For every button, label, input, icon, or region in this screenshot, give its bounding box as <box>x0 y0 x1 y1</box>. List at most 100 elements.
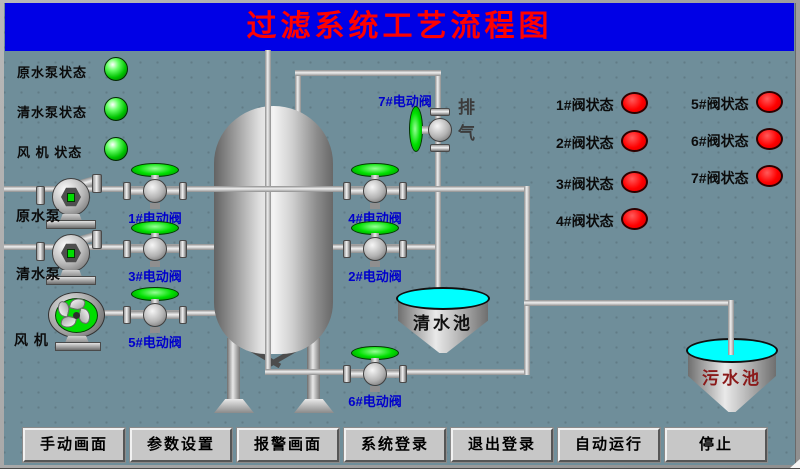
fan-hub <box>73 312 80 319</box>
valve1-status-label: 1#阀状态 <box>556 97 614 113</box>
valve-1[interactable]: 1#电动阀 <box>123 163 187 226</box>
clean-pump-label: 清水泵 <box>16 266 61 282</box>
valve5-status-label: 5#阀状态 <box>691 96 749 112</box>
page-title: 过滤系统工艺流程图 <box>5 3 794 51</box>
valve-stub <box>150 327 160 333</box>
stop-button[interactable]: 停止 <box>665 428 767 462</box>
valve2-status-label: 2#阀状态 <box>556 135 614 151</box>
valve-stub <box>370 386 380 392</box>
pipe-to-clean-pool <box>435 70 441 298</box>
clean-pump-status-label: 清水泵状态 <box>17 105 88 120</box>
valve-stub <box>370 261 380 267</box>
valve-flange <box>123 240 131 258</box>
pump-base <box>46 276 96 285</box>
valve-flange <box>399 182 407 200</box>
fan-pedestal <box>65 336 89 343</box>
valve-7-label: 7#电动阀 <box>378 94 432 109</box>
valve-body <box>363 237 387 261</box>
tank-leg-left <box>227 338 240 400</box>
valve-4[interactable]: 4#电动阀 <box>343 163 407 226</box>
valve-flange <box>179 306 187 324</box>
valve-body <box>143 179 167 203</box>
valve-6-label: 6#电动阀 <box>348 394 402 409</box>
pipe-right-vertical <box>524 186 530 375</box>
pump-inlet-flange <box>36 186 45 205</box>
clean-pump-status-led <box>104 97 128 121</box>
clean-water-pump[interactable] <box>34 226 112 285</box>
valve7-status-label: 7#阀状态 <box>691 170 749 186</box>
valve-5[interactable]: 5#电动阀 <box>123 287 187 350</box>
parameter-settings-button[interactable]: 参数设置 <box>130 428 232 462</box>
sewage-pool-label: 污水池 <box>702 369 762 388</box>
exhaust-label: 排气 <box>455 98 474 150</box>
raw-pump-status-led <box>104 57 128 81</box>
valve-6[interactable]: 6#电动阀 <box>343 346 407 409</box>
valve6-status-label: 6#阀状态 <box>691 133 749 149</box>
valve4-status-label: 4#阀状态 <box>556 213 614 229</box>
resize-grip[interactable] <box>790 459 800 468</box>
valve-7[interactable] <box>408 100 472 160</box>
clean-pool-label: 清水池 <box>413 314 473 333</box>
valve-flange <box>123 306 131 324</box>
valve5-status-led <box>756 91 783 113</box>
logout-button[interactable]: 退出登录 <box>451 428 553 462</box>
valve-3[interactable]: 3#电动阀 <box>123 221 187 284</box>
pipe-to-sewage-pool <box>524 300 734 306</box>
valve6-status-led <box>756 128 783 150</box>
valve3-status-label: 3#阀状态 <box>556 176 614 192</box>
valve-flange <box>343 240 351 258</box>
valve-3-label: 3#电动阀 <box>128 269 182 284</box>
raw-pump-status-label: 原水泵状态 <box>17 65 88 80</box>
pump-pedestal <box>60 214 82 221</box>
valve-flange <box>179 182 187 200</box>
filter-tank[interactable] <box>214 106 333 354</box>
pipe-sewage-drop <box>728 300 734 355</box>
raw-pump-label: 原水泵 <box>16 208 61 224</box>
valve1-status-led <box>621 92 648 114</box>
valve-2[interactable]: 2#电动阀 <box>343 221 407 284</box>
valve-body <box>143 303 167 327</box>
valve-stub <box>150 203 160 209</box>
raw-water-pump[interactable] <box>34 170 112 229</box>
pool-water <box>396 287 490 310</box>
pump-outlet-flange <box>92 174 102 193</box>
pump-pedestal <box>60 270 82 277</box>
fan-status-label: 风 机 状态 <box>17 145 83 160</box>
tank-foot-left <box>214 399 254 413</box>
fan-base <box>55 342 101 351</box>
valve-flange <box>123 182 131 200</box>
pipe-tank-top-outlet <box>295 73 301 125</box>
valve-body <box>363 179 387 203</box>
pipe-row1 <box>4 186 527 192</box>
valve7-status-led <box>756 165 783 187</box>
valve-flange <box>430 144 450 152</box>
pump-run-indicator <box>67 249 75 258</box>
manual-screen-button[interactable]: 手动画面 <box>23 428 125 462</box>
valve-body <box>363 362 387 386</box>
valve-body <box>143 237 167 261</box>
fan-label: 风 机 <box>14 332 49 348</box>
valve-body <box>428 118 452 142</box>
valve-stem <box>422 126 431 134</box>
valve-flange <box>343 182 351 200</box>
pipe-top-loop <box>295 70 441 76</box>
valve-open-indicator <box>409 106 423 152</box>
pump-outlet-flange <box>92 230 102 249</box>
valve-flange <box>343 365 351 383</box>
system-login-button[interactable]: 系统登录 <box>344 428 446 462</box>
valve2-status-led <box>621 130 648 152</box>
air-blower-fan[interactable] <box>46 290 108 351</box>
valve3-status-led <box>621 171 648 193</box>
pipe-row3 <box>95 310 280 316</box>
valve-2-label: 2#电动阀 <box>348 269 402 284</box>
auto-run-button[interactable]: 自动运行 <box>558 428 660 462</box>
clean-water-pool[interactable]: 清水池 <box>396 287 490 355</box>
pipe-center-vertical <box>265 50 271 372</box>
valve-flange <box>399 240 407 258</box>
pump-base <box>46 220 96 229</box>
pump-inlet-flange <box>36 242 45 261</box>
alarm-screen-button[interactable]: 报警画面 <box>237 428 339 462</box>
valve-stub <box>150 261 160 267</box>
valve-flange <box>399 365 407 383</box>
